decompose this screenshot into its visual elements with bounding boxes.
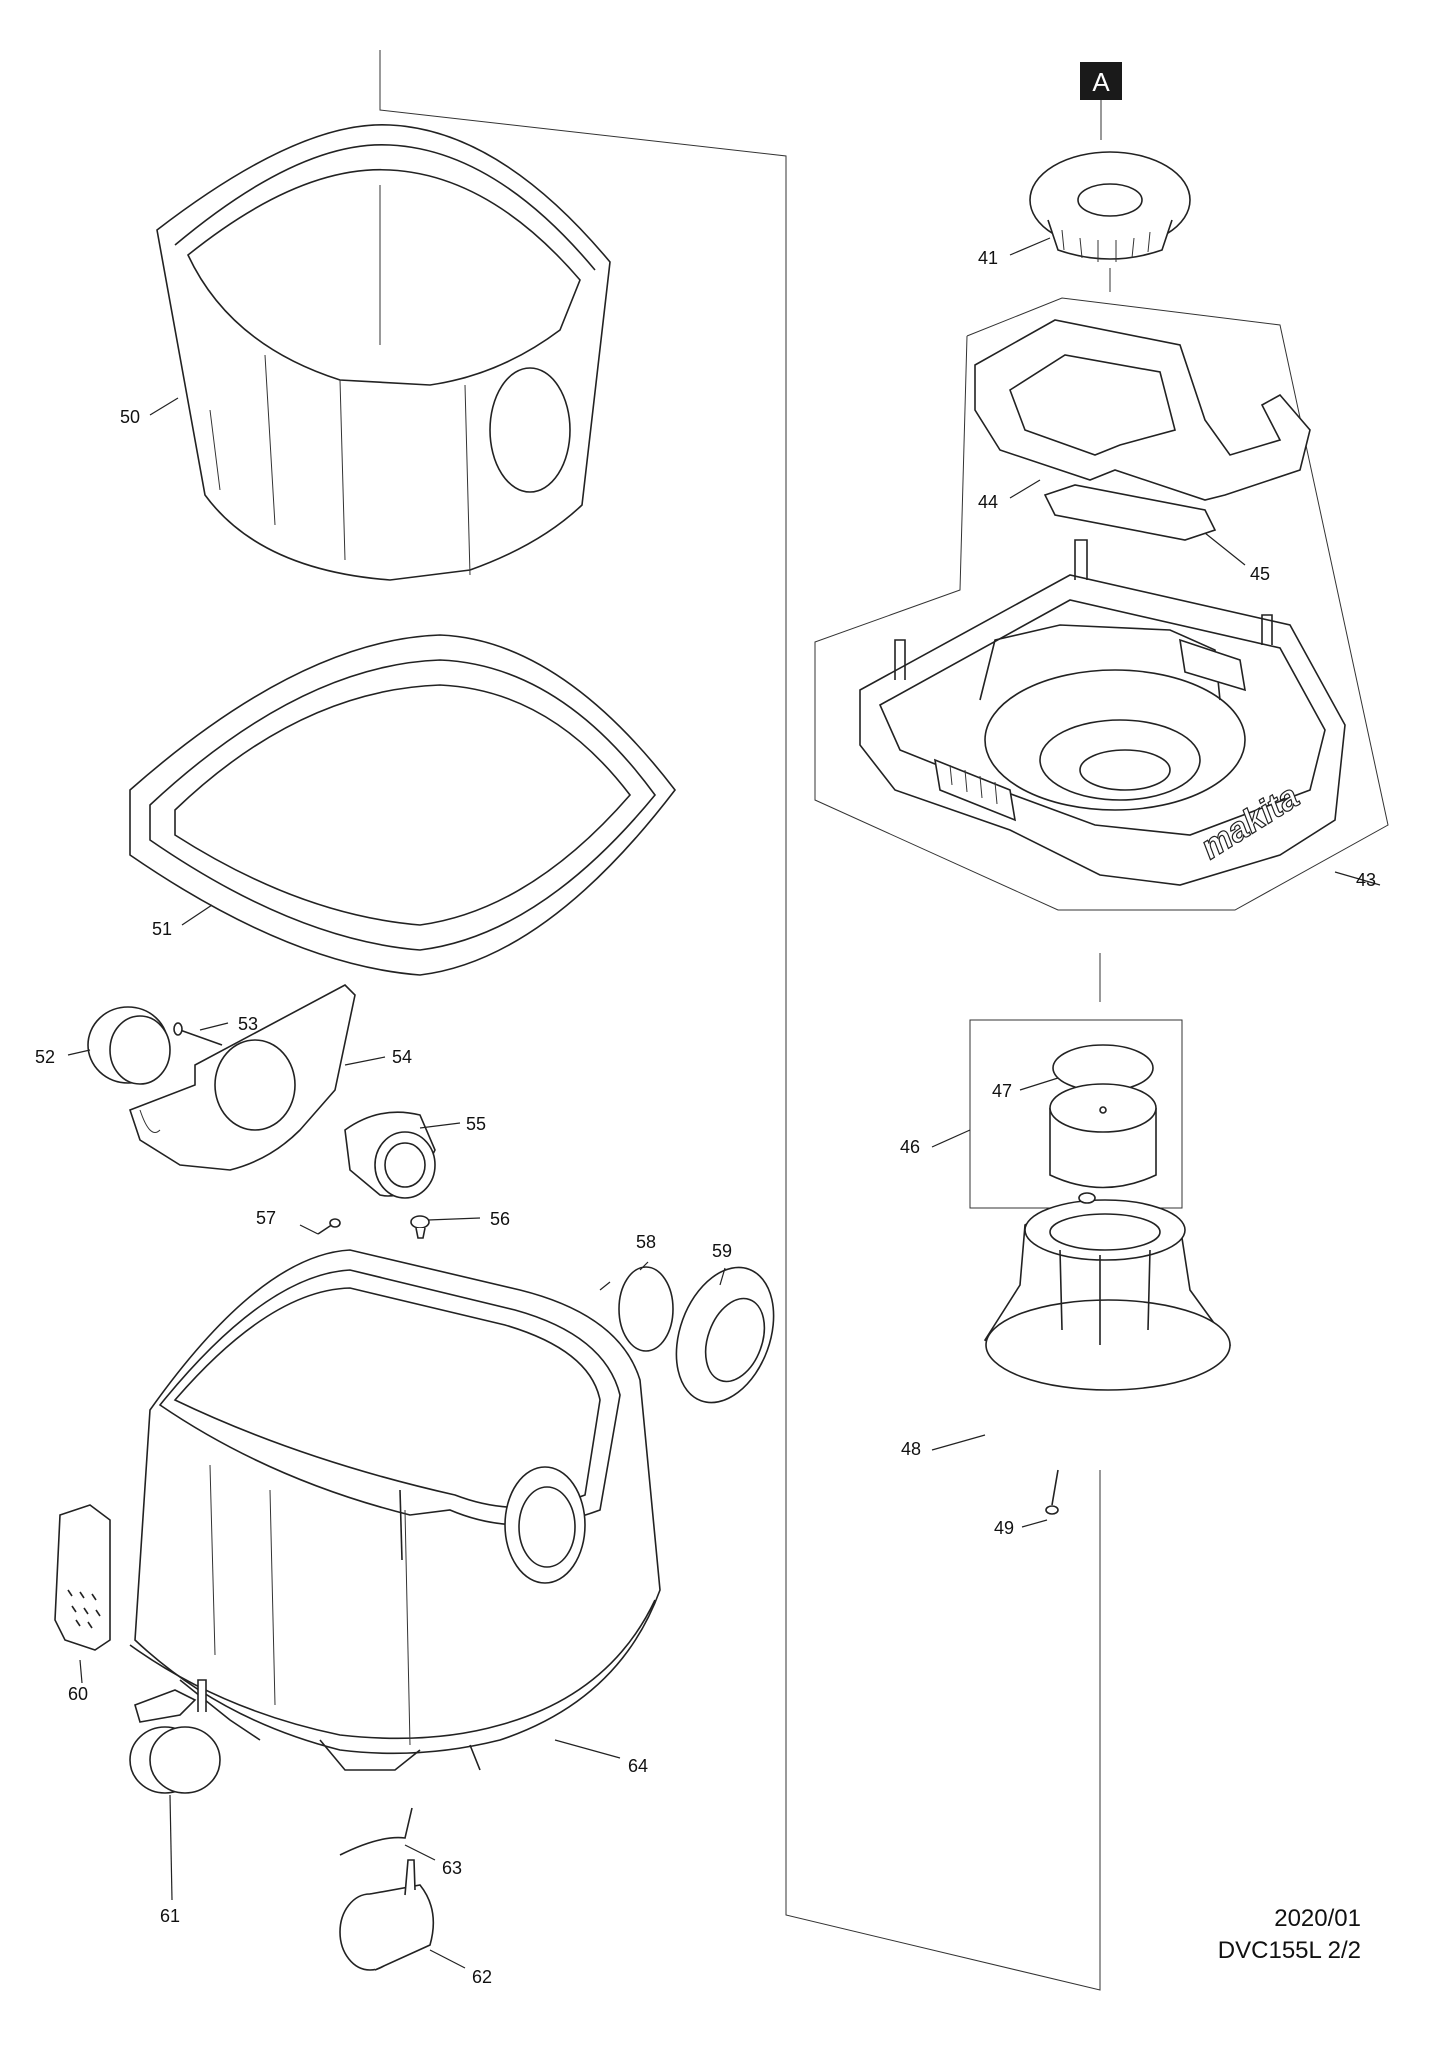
- label-43: 43: [1356, 870, 1376, 890]
- part-62-wheel: [339, 1859, 435, 1971]
- part-41-cap: [1029, 151, 1191, 262]
- label-44: 44: [978, 492, 998, 512]
- footer-model: DVC155L 2/2: [1217, 1937, 1361, 1964]
- label-61: 61: [160, 1906, 180, 1926]
- label-54: 54: [392, 1047, 412, 1067]
- part-61-caster: [129, 1679, 221, 1794]
- label-53: 53: [238, 1014, 258, 1034]
- label-59: 59: [712, 1241, 732, 1261]
- part-50-tank: [156, 124, 611, 581]
- label-55: 55: [466, 1114, 486, 1134]
- part-49-screw: [1045, 1469, 1059, 1515]
- label-56: 56: [490, 1209, 510, 1229]
- part-45-seal-strip: [1043, 484, 1217, 541]
- leader-lines: [67, 237, 1381, 1969]
- label-45: 45: [1250, 564, 1270, 584]
- label-46: 46: [900, 1137, 920, 1157]
- part-57-screw: [317, 1218, 341, 1235]
- part-64-tank-body: [129, 1249, 661, 1771]
- ref-marker-a: A: [1080, 62, 1122, 100]
- part-60-latch: [54, 1504, 111, 1651]
- part-63-wire: [339, 1807, 413, 1856]
- label-50: 50: [120, 407, 140, 427]
- part-43-housing: makita: [859, 539, 1346, 886]
- part-53-screw: [173, 1022, 223, 1046]
- part-44-seal: [974, 319, 1311, 501]
- part-51-gasket: [129, 634, 677, 976]
- label-41: 41: [978, 248, 998, 268]
- label-58: 58: [636, 1232, 656, 1252]
- footer-date: 2020/01: [1274, 1905, 1361, 1932]
- label-49: 49: [994, 1518, 1014, 1538]
- assembly-boundary: [379, 50, 1101, 1991]
- ref-marker-a-text: A: [1092, 67, 1110, 97]
- label-64: 64: [628, 1756, 648, 1776]
- label-60: 60: [68, 1684, 88, 1704]
- part-59-ring: [675, 1266, 775, 1404]
- label-63: 63: [442, 1858, 462, 1878]
- part-48-base: [983, 1192, 1232, 1391]
- part-52-ring: [87, 1006, 171, 1085]
- label-51: 51: [152, 919, 172, 939]
- label-47: 47: [992, 1081, 1012, 1101]
- label-52: 52: [35, 1047, 55, 1067]
- group-boundary-43: [814, 297, 1389, 911]
- part-55-inlet: [344, 1111, 436, 1199]
- label-62: 62: [472, 1967, 492, 1987]
- label-57: 57: [256, 1208, 276, 1228]
- part-56-cap: [410, 1215, 430, 1239]
- label-48: 48: [901, 1439, 921, 1459]
- part-58-oring: [618, 1266, 674, 1352]
- part-46-filter: [1049, 1083, 1157, 1189]
- part-54-bracket: [128, 984, 356, 1171]
